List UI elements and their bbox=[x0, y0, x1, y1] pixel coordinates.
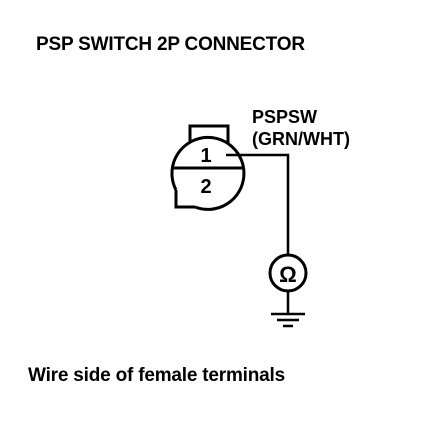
terminal-2-label: 2 bbox=[200, 176, 211, 198]
terminal-1-label: 1 bbox=[200, 145, 211, 167]
ohmmeter-icon: Ω bbox=[268, 253, 308, 293]
ohm-symbol: Ω bbox=[279, 262, 297, 287]
diagram-caption: Wire side of female terminals bbox=[28, 365, 285, 386]
connector-icon bbox=[170, 124, 246, 211]
wire-label: PSPSW (GRN/WHT) bbox=[252, 106, 350, 150]
probe-wire bbox=[226, 153, 290, 255]
wire-signal-name: PSPSW bbox=[252, 107, 318, 127]
diagram-title: PSP SWITCH 2P CONNECTOR bbox=[36, 34, 305, 55]
wire-color-code: (GRN/WHT) bbox=[252, 129, 350, 149]
ground-icon bbox=[271, 291, 305, 328]
